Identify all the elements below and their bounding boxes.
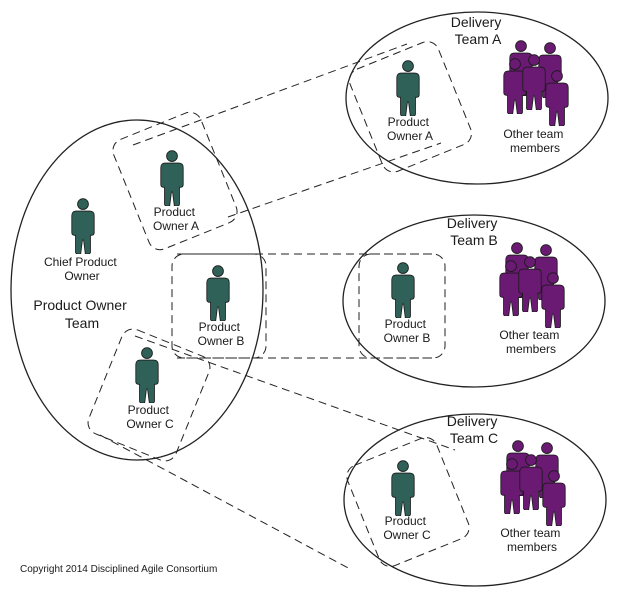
connector-a-top: [132, 43, 408, 146]
delivery-team-b-title: Delivery Team B: [447, 215, 501, 248]
product-owner-team-title: Product Owner Team: [33, 297, 130, 331]
delivery-team-c-members-label: Other team members: [500, 526, 563, 554]
owner-boxes: [87, 41, 472, 567]
product-owner-a-label-small: Product Owner A: [153, 205, 199, 233]
connector-a-bottom: [227, 142, 442, 218]
product-owner-c-label-small: Product Owner C: [126, 403, 174, 431]
delivery-team-a-members-label: Other team members: [503, 127, 566, 155]
delivery-team-c-title: Delivery Team C: [447, 413, 501, 446]
delivery-team-a-title: Delivery Team A: [451, 14, 505, 47]
owner-b-box-small: [171, 253, 267, 359]
connector-c-top: [134, 335, 456, 451]
delivery-team-c-owner-label: Product Owner C: [383, 514, 431, 542]
delivery-team-b-members-label: Other team members: [499, 328, 562, 356]
copyright-notice: Copyright 2014 Disciplined Agile Consort…: [20, 564, 217, 575]
product-owner-team-ellipse: [10, 119, 264, 461]
connector-c-bottom: [99, 434, 353, 571]
product-owner-b-label-small: Product Owner B: [198, 320, 245, 348]
owner-c-box-small: [87, 328, 211, 462]
owner-c-box-large: [346, 437, 470, 567]
delivery-team-b-owner-label: Product Owner B: [384, 317, 431, 345]
chief-product-owner-label: Chief Product Owner: [44, 255, 120, 283]
owner-b-box-large: [358, 253, 446, 359]
delivery-team-a-owner-label: Product Owner A: [387, 115, 433, 143]
owner-a-box-small: [112, 111, 238, 251]
owner-a-box-large: [348, 41, 472, 173]
